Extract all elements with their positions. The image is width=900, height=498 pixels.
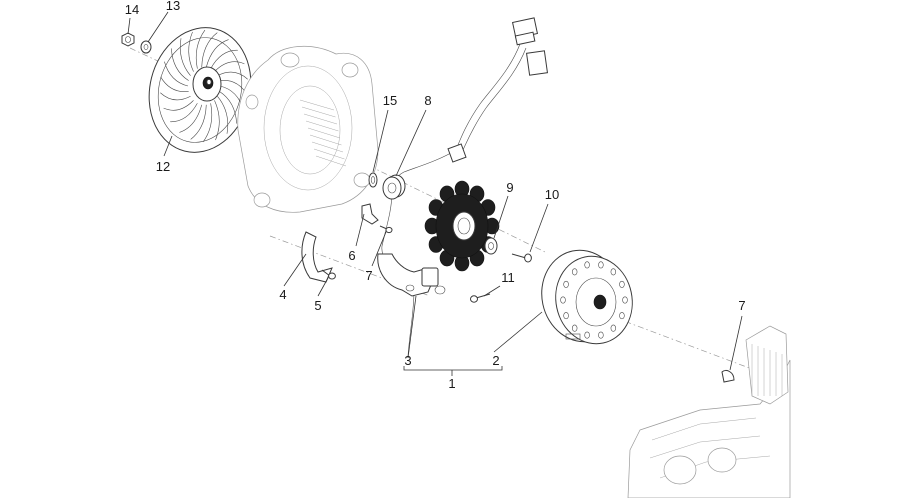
callout-1: 1 (448, 376, 455, 391)
flywheel-vent-hole (560, 296, 566, 304)
sensor-screw-part (470, 293, 491, 303)
flywheel-vent-hole (563, 312, 569, 320)
cover-grille-slat (301, 106, 336, 118)
fan-blade (201, 32, 218, 68)
flywheel-vent-hole (619, 312, 625, 320)
wiring-harness (381, 17, 549, 357)
cover-grille-slat (311, 141, 344, 153)
callout-2: 2 (492, 353, 499, 368)
fan-blade (171, 48, 189, 81)
cover-grille-slat (315, 155, 347, 167)
flywheel-vent-hole (584, 261, 590, 269)
callout-13: 13 (166, 0, 180, 13)
cover-grille-slat (305, 120, 339, 132)
flywheel-vent-hole (598, 331, 604, 339)
flywheel-vent-hole (584, 331, 590, 339)
fan-blade (164, 61, 189, 87)
bearing-part (382, 174, 406, 200)
fan-blade (210, 49, 238, 69)
flywheel-vent-hole (598, 261, 604, 269)
callout-7-key: 7 (738, 298, 745, 313)
wire-clip-part (361, 203, 379, 225)
fan-blade (179, 104, 203, 133)
fan-blade (179, 38, 191, 76)
callout-11: 11 (501, 270, 515, 285)
oil-seal-part (368, 172, 378, 188)
callout-3: 3 (404, 353, 411, 368)
callout-8: 8 (424, 93, 431, 108)
fan-blade (160, 76, 189, 92)
callout-6: 6 (348, 248, 355, 263)
fan-blade (163, 100, 194, 111)
engine-cover-housing (237, 45, 379, 213)
fan-blade (195, 29, 206, 69)
callout-15: 15 (383, 93, 397, 108)
flywheel-rotor-part (541, 249, 633, 345)
plate-screw-part (321, 269, 336, 280)
engine-crankcase-housing (627, 325, 791, 498)
fan-blade (190, 104, 207, 140)
fan-blade (170, 103, 198, 123)
callout-4: 4 (279, 287, 286, 302)
fan-blade (214, 61, 245, 72)
cover-grille-slat (309, 134, 342, 146)
fan-blade (214, 100, 220, 141)
callout-labels: 14 13 12 15 8 9 10 6 7 4 5 11 3 2 1 7 (125, 0, 746, 391)
fan-blade (217, 96, 229, 134)
callout-7-clip-screw: 7 (365, 268, 372, 283)
cooling-fan-part (148, 27, 252, 153)
cover-grille-slat (299, 99, 335, 111)
fan-blade (219, 91, 237, 124)
callout-12: 12 (156, 159, 170, 174)
flywheel-vent-hole (622, 296, 628, 304)
cover-grille-slat (303, 113, 338, 125)
callout-14: 14 (125, 2, 139, 17)
flywheel-vent-hole (571, 268, 578, 276)
fan-blade (205, 39, 229, 68)
pickup-sensor-part (377, 253, 446, 297)
fan-blade (188, 31, 194, 72)
flywheel-vent-hole (610, 324, 617, 332)
callout-10: 10 (545, 187, 559, 202)
stator-coil-part (424, 180, 500, 272)
washer-part (140, 40, 152, 54)
flywheel-vent-hole (619, 280, 625, 288)
flywheel-vent-hole (571, 324, 578, 332)
cover-grille-slat (307, 127, 341, 139)
fan-blade (202, 103, 213, 143)
nut-part (121, 32, 135, 47)
callout-5: 5 (314, 298, 321, 313)
fan-blade (217, 71, 248, 80)
flywheel-bolt-part (511, 253, 532, 263)
woodruff-key-part (721, 369, 735, 383)
fan-blade (160, 92, 191, 101)
retaining-plate-part (301, 231, 333, 283)
callout-leader-lines (127, 11, 743, 376)
flywheel-vent-hole (610, 268, 617, 276)
flywheel-vent-hole (563, 280, 569, 288)
cover-grille-slat (313, 148, 345, 160)
callout-9: 9 (506, 180, 513, 195)
stator-washer-part (484, 237, 498, 255)
